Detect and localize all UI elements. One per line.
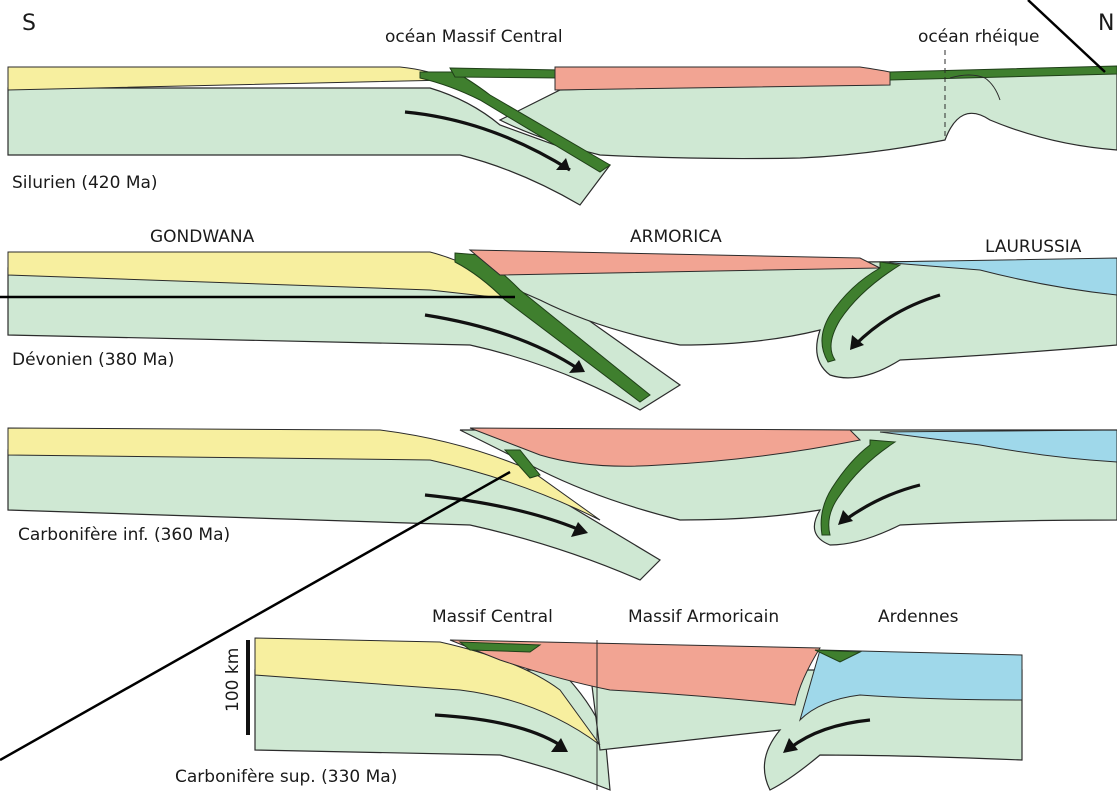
- label-laurussia: LAURUSSIA: [985, 237, 1082, 257]
- south-label: S: [22, 11, 36, 36]
- panel-silurien: océan Massif Central océan rhéique Silur…: [8, 27, 1117, 205]
- overlay-line-top-right: [1028, 0, 1105, 72]
- caption-carbonifere-sup: Carbonifère sup. (330 Ma): [175, 767, 397, 787]
- gondwana-crust: [8, 67, 450, 90]
- caption-devonien: Dévonien (380 Ma): [12, 350, 174, 370]
- panel-carbonifere-inf: Carbonifère inf. (360 Ma): [8, 428, 1117, 580]
- panel-devonien: GONDWANA ARMORICA LAURUSSIA Dévonien (38…: [8, 227, 1117, 410]
- label-ocean-massif-central: océan Massif Central: [385, 27, 563, 47]
- label-massif-central: Massif Central: [432, 607, 553, 627]
- label-ocean-rheique: océan rhéique: [918, 27, 1039, 47]
- label-armorica: ARMORICA: [630, 227, 722, 247]
- label-massif-armoricain: Massif Armoricain: [628, 607, 779, 627]
- scale-bar-label: 100 km: [223, 648, 243, 712]
- label-ardennes: Ardennes: [878, 607, 959, 627]
- north-label: N: [1098, 11, 1114, 36]
- label-gondwana: GONDWANA: [150, 227, 255, 247]
- caption-silurien: Silurien (420 Ma): [12, 173, 158, 193]
- oceanic-crust: [450, 68, 560, 78]
- panel-carbonifere-sup: 100 km Massif Central Massif Armoricain …: [175, 607, 1022, 790]
- caption-carbonifere-inf: Carbonifère inf. (360 Ma): [18, 525, 230, 545]
